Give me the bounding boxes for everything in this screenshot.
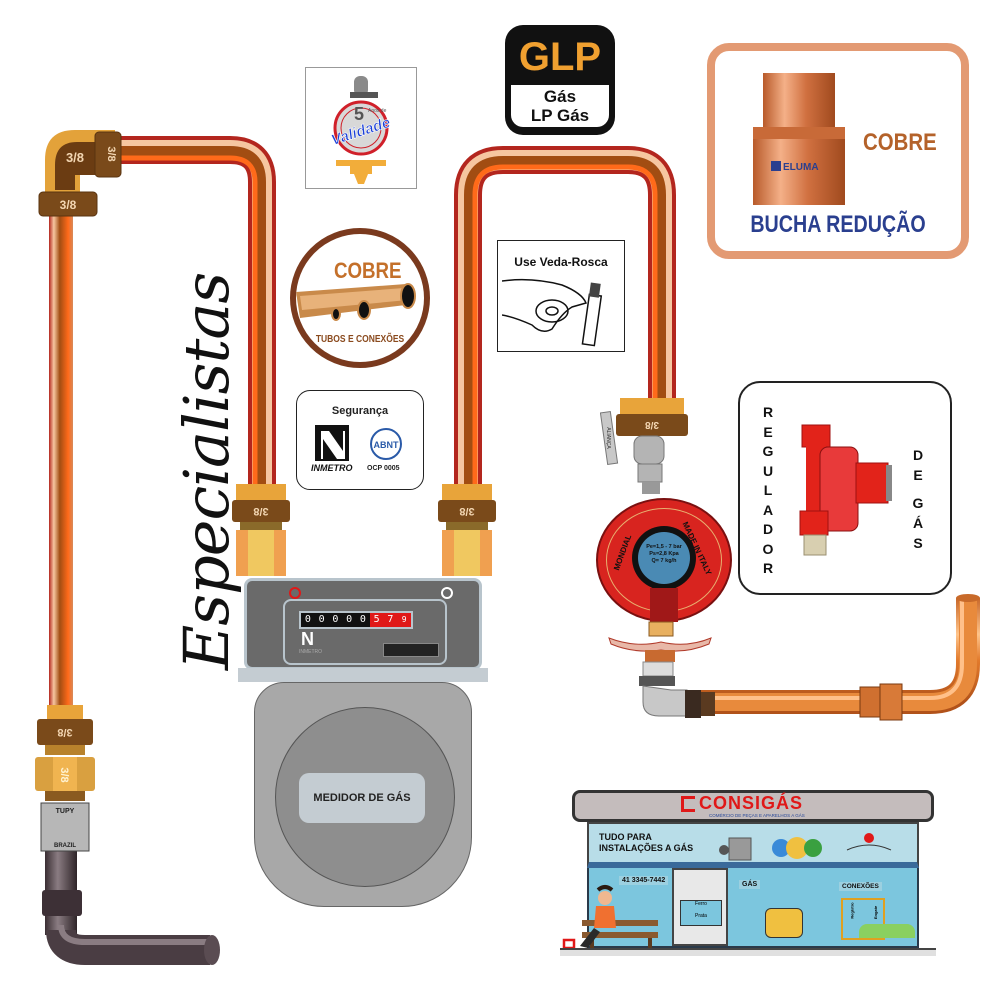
store-door: Ferro Prata [672, 868, 728, 946]
bucha-reducao-card: ELUMA COBRE BUCHA REDUÇÃO [707, 43, 969, 259]
banner-text: TUDO PARA INSTALAÇÕES A GÁS [599, 832, 694, 853]
elbow-fitting: 3/8 3/8 3/8 [38, 130, 122, 217]
fitting-label-left-nut: 3/8 [57, 726, 72, 738]
especialistas-text: Especialistas [170, 272, 243, 670]
bucha-material: COBRE [863, 129, 937, 156]
fitting-label-elbow-side: 3/8 [105, 146, 117, 161]
pipe-dark-vertical [45, 840, 77, 935]
pipe-outlet-right [690, 598, 980, 714]
store-tagline: COMÉRCIO DE PEÇAS E APARELHOS A GÁS [709, 813, 805, 818]
left-lower-union: 3/8 3/8 TUPY BRAZIL [35, 705, 95, 852]
fitting-label-elbow-bottom: 3/8 [60, 198, 77, 212]
store-sign: CONSIGÁS COMÉRCIO DE PEÇAS E APARELHOS A… [572, 790, 934, 822]
consigas-logo-icon [681, 796, 695, 812]
abnt-label: ABNT [374, 440, 399, 450]
spec-line-2: Ps=2,8 Kpa [649, 551, 679, 557]
meter-brand-sub: INMETRO [299, 649, 323, 655]
window-conexoes-label: CONEXÕES [839, 882, 882, 891]
inmetro-label: INMETRO [311, 463, 353, 473]
regulator-outlet-assembly [608, 621, 715, 718]
hand-tape-icon [502, 278, 603, 347]
poster-right-label: Engate [873, 905, 879, 920]
seguranca-badge: Segurança INMETRO ABNT OCP 0005 [296, 390, 424, 490]
veda-rosca-badge: Use Veda-Rosca [497, 240, 625, 352]
bucha-title: BUCHA REDUÇÃO [750, 211, 926, 238]
fitting-label-meter-right: 3/8 [459, 505, 474, 517]
eluma-brand: ELUMA [783, 162, 819, 173]
abnt-logo-icon: ABNT [370, 428, 402, 460]
fitting-label-elbow-top: 3/8 [66, 150, 84, 165]
meter-label-plate: MEDIDOR DE GÁS [299, 773, 425, 823]
cobre-title: COBRE [334, 258, 402, 283]
coupling-right-2 [879, 683, 903, 721]
meter-inlet-left-fitting: 3/8 [232, 484, 290, 576]
fitting-label-meter-left: 3/8 [253, 505, 268, 517]
cobre-subtitle: TUBOS E CONEXÕES [315, 334, 405, 345]
door-sign-1: Ferro [695, 901, 707, 907]
worker-on-bench [562, 885, 658, 954]
store-phone: 41 3345-7442 [619, 876, 669, 885]
store-name: CONSIGÁS [699, 793, 804, 813]
meter-body: MEDIDOR DE GÁS [254, 682, 472, 907]
mondial-regulator: Pe=1,5 - 7 bar Ps=2,8 Kpa Q= 7 kg/h MOND… [596, 498, 732, 622]
meter-brand-letter: N [301, 629, 314, 649]
pipe-left-vertical [49, 210, 73, 705]
tupy-label: TUPY [56, 808, 75, 815]
glp-title: GLP [518, 35, 602, 79]
red-regulator-icon [799, 424, 892, 556]
meter-top-panel: 0 0 0 0 0 5 7 9 N INMETRO [244, 578, 482, 670]
inmetro-logo-icon [315, 425, 349, 461]
glp-badge: GLP Gás LP Gás [505, 25, 615, 135]
spec-line-1: Pe=1,5 - 7 bar [646, 544, 682, 550]
sidewalk [560, 948, 936, 956]
validade-badge: 5 Anos de Validade [305, 67, 417, 189]
meter-barcode [383, 643, 439, 657]
validade-number: 5 [354, 104, 364, 124]
fitting-label-valve: 3/8 [645, 419, 659, 430]
cobre-tubos-badge: COBRE TUBOS E CONEXÕES [290, 228, 430, 368]
glp-line1: Gás [543, 87, 577, 106]
veda-rosca-title: Use Veda-Rosca [514, 255, 608, 269]
door-sign-2: Prata [695, 913, 707, 919]
store-banner: TUDO PARA INSTALAÇÕES A GÁS [587, 822, 919, 868]
meter-label: MEDIDOR DE GÁS [313, 792, 411, 804]
meter-counter: 0 0 0 0 0 5 7 9 [299, 611, 413, 629]
meter-inlet-right-fitting: 3/8 [438, 484, 496, 576]
window-poster-gas [765, 908, 803, 938]
copper-tubes-icon [296, 283, 416, 321]
spec-line-3: Q= 7 kg/h [651, 558, 677, 564]
especialistas-script: Especialistas [170, 273, 243, 670]
brazil-label: BRAZIL [54, 843, 76, 849]
shutoff-valve: 3/8 ALIANÇA [600, 398, 688, 494]
poster-left-label: Registro [849, 902, 855, 919]
ocp-label: OCP 0005 [367, 465, 400, 472]
valve-brand: ALIANÇA [605, 427, 611, 449]
fitting-label-left-union: 3/8 [58, 767, 70, 782]
banner-products-icon [719, 833, 892, 861]
coupling-right-1 [859, 686, 881, 718]
window-gas-label: GÁS [739, 880, 761, 889]
meter-band [238, 668, 488, 682]
validade-small: Anos de [368, 108, 387, 114]
seguranca-title: Segurança [331, 405, 389, 417]
glp-line2: LP Gás [530, 106, 590, 125]
planter-bushes [859, 924, 915, 938]
validade-seal-icon: 5 Anos de Validade [329, 76, 393, 184]
bucha-fitting-icon: ELUMA [753, 73, 845, 205]
